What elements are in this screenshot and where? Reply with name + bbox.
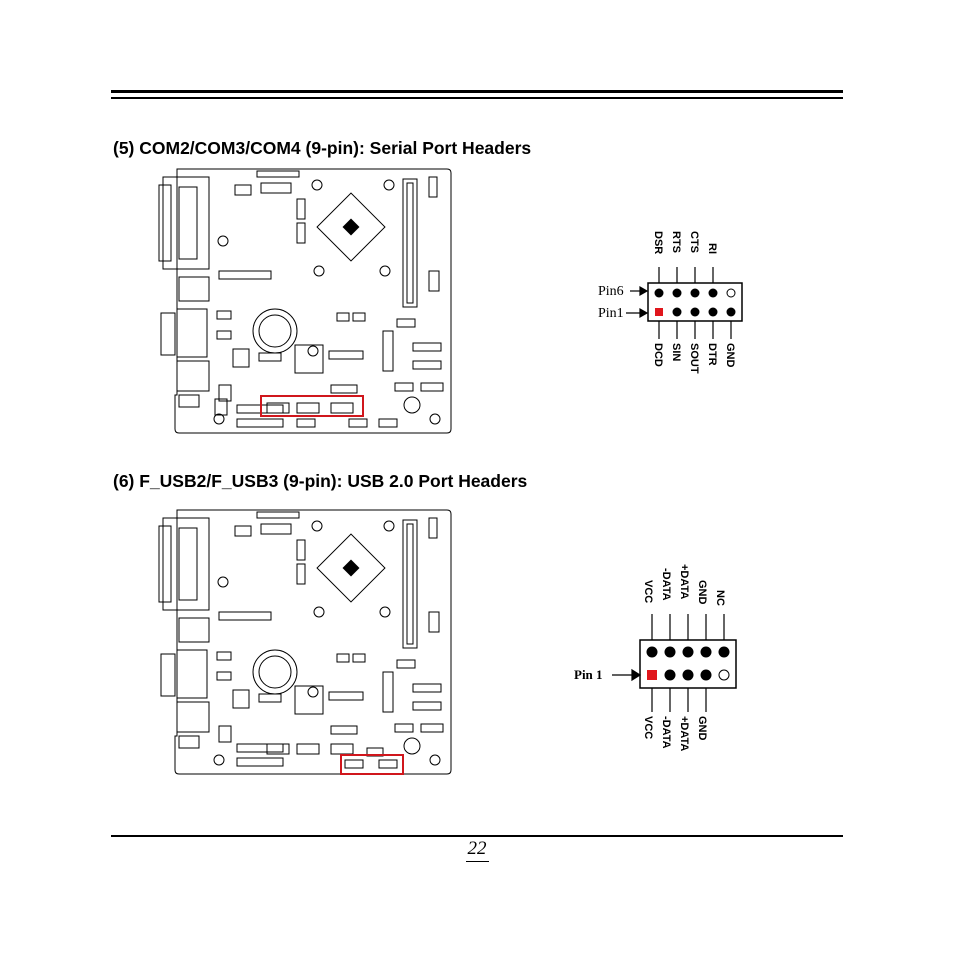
com-pin1-label: Pin1 <box>598 306 624 321</box>
usb-bottom-label-minus-data: -DATA <box>660 716 672 749</box>
com-bottom-label-dtr: DTR <box>706 343 718 366</box>
usb-top-label-minus-data: -DATA <box>660 568 672 601</box>
usb-top-label-nc: NC <box>714 590 726 606</box>
usb-pin-header-diagram: VCC -DATA +DATA GND NC VCC -DATA +DATA G… <box>574 564 737 751</box>
usb-pin1-label: Pin 1 <box>574 667 603 682</box>
usb-bottom-label-gnd: GND <box>696 716 708 741</box>
com-bottom-label-dcd: DCD <box>652 343 664 367</box>
usb-top-label-gnd: GND <box>696 580 708 605</box>
com-top-label-rts: RTS <box>670 231 682 253</box>
com-top-label-ri: RI <box>706 243 718 254</box>
top-rule-thin <box>111 97 843 99</box>
usb-pin1-marker <box>647 670 657 680</box>
com-pin1-marker <box>655 308 663 316</box>
usb-top-label-plus-data: +DATA <box>678 564 690 599</box>
com-top-label-cts: CTS <box>688 231 700 253</box>
section-heading-com: (5) COM2/COM3/COM4 (9-pin): Serial Port … <box>113 138 532 158</box>
top-rule-thick <box>111 90 843 93</box>
page-number-text: 22 <box>465 838 489 862</box>
usb-top-label-vcc: VCC <box>642 580 654 603</box>
section-heading-usb: (6) F_USB2/F_USB3 (9-pin): USB 2.0 Port … <box>113 471 528 491</box>
com-bottom-label-sin: SIN <box>670 343 682 361</box>
usb-bottom-label-vcc: VCC <box>642 716 654 739</box>
com-top-label-dsr: DSR <box>652 231 664 254</box>
com-bottom-label-gnd: GND <box>724 343 736 368</box>
com-pin6-label: Pin6 <box>598 284 624 299</box>
motherboard-diagram-usb <box>158 509 452 775</box>
motherboard-diagram-com <box>158 168 452 434</box>
usb-bottom-label-plus-data: +DATA <box>678 716 690 751</box>
bottom-rule <box>111 835 843 837</box>
page-number: 22 <box>0 838 954 862</box>
com-bottom-label-sout: SOUT <box>688 343 700 374</box>
com-pin-header-diagram: DSR RTS CTS RI DCD SIN SOUT DTR GND Pin6… <box>598 231 743 374</box>
